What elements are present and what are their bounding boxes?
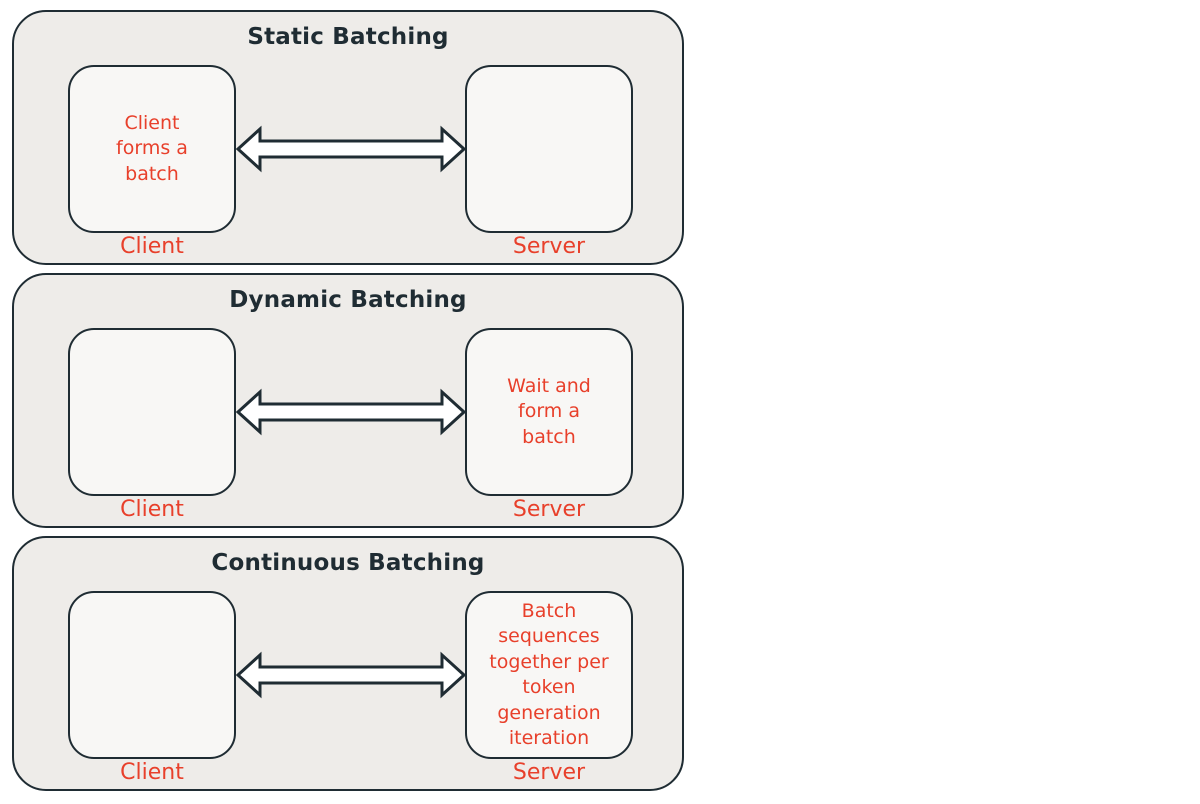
server-label: Server (512, 760, 586, 785)
panel-title: Dynamic Batching (229, 287, 467, 313)
client-label: Client (120, 760, 184, 785)
static-batching-panel: Static Batching Client forms a batch Cli… (12, 10, 684, 265)
server-box: Wait and form a batch (465, 328, 633, 496)
server-box: Batch sequences together per token gener… (465, 591, 633, 759)
client-label: Client (120, 497, 184, 522)
double-headed-arrow-icon (236, 125, 466, 173)
client-box (68, 328, 236, 496)
client-box-text: Client forms a batch (116, 111, 188, 185)
panel-title: Continuous Batching (211, 550, 485, 576)
server-box-text: Batch sequences together per token gener… (489, 599, 609, 750)
continuous-batching-panel: Continuous Batching Batch sequences toge… (12, 536, 684, 791)
server-label: Server (512, 497, 586, 522)
server-box-text: Wait and form a batch (507, 374, 591, 448)
double-headed-arrow-icon (236, 651, 466, 699)
client-box: Client forms a batch (68, 65, 236, 233)
client-box (68, 591, 236, 759)
dynamic-batching-panel: Dynamic Batching Wait and form a batch C… (12, 273, 684, 528)
client-label: Client (120, 234, 184, 259)
server-label: Server (512, 234, 586, 259)
panel-title: Static Batching (247, 24, 449, 50)
server-box (465, 65, 633, 233)
double-headed-arrow-icon (236, 388, 466, 436)
